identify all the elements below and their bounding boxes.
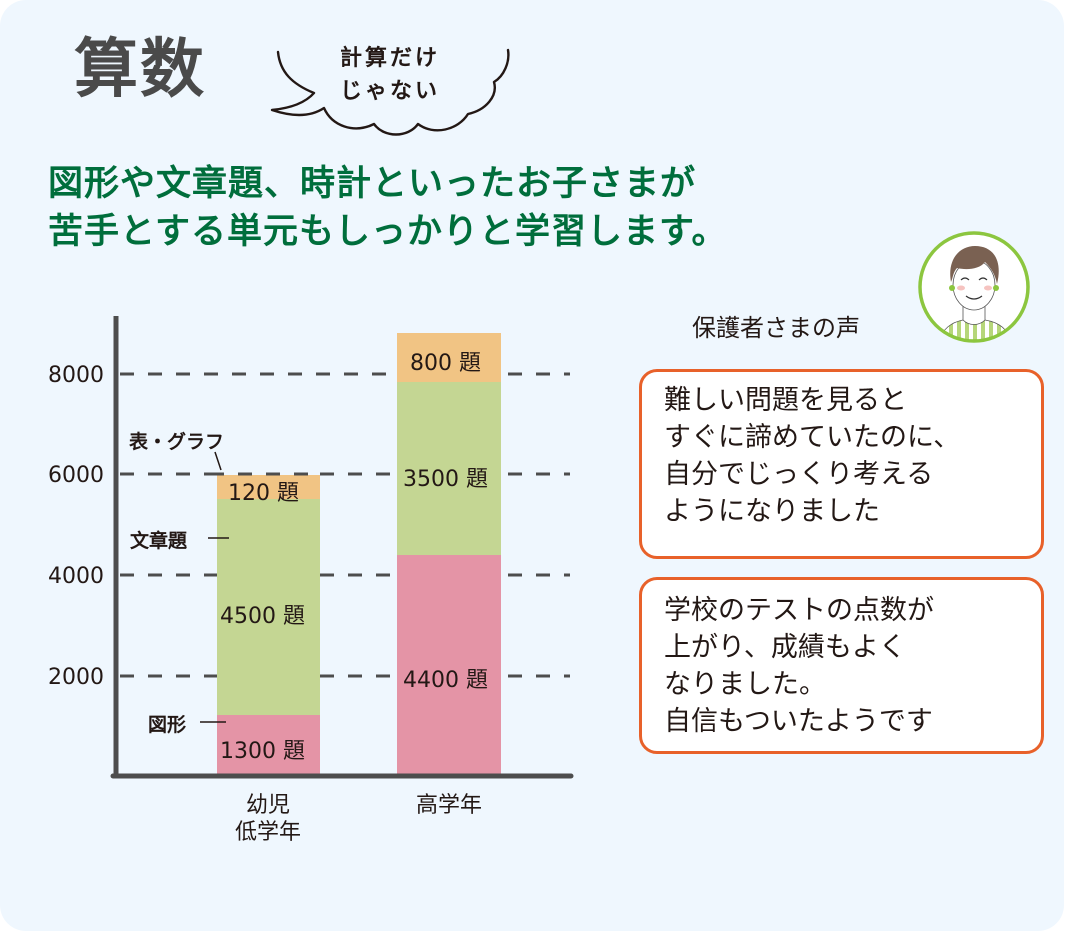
bar-segment-table-right xyxy=(397,333,501,382)
bar-segment-word-left xyxy=(217,499,320,715)
segment-label: 4500 題 xyxy=(220,604,305,629)
segment-label: 3500 題 xyxy=(403,467,488,492)
stacked-bar-chart: 8000 6000 4000 2000 120 題 4500 題 1300 題 … xyxy=(0,300,620,880)
cloud-bubble-text: 計算だけ じゃない xyxy=(339,46,440,104)
headline: 図形や文章題、時計といったお子さまが 苦手とする単元もしっかりと学習します。 xyxy=(48,164,728,252)
testimonial-bubble: 学校のテストの点数が 上がり、成績もよく なりました。 自信もついたようです xyxy=(639,577,1044,754)
segment-label: 800 題 xyxy=(410,351,481,376)
side-label-table-graph: 表・グラフ xyxy=(129,431,225,453)
bar-segment-figure-right xyxy=(397,555,501,776)
bar-segment-table-left xyxy=(217,475,320,499)
testimonial-bubble: 難しい問題を見ると すぐに諦めていたのに、 自分でじっくり考える ようになりまし… xyxy=(639,369,1044,559)
side-label-figure: 図形 xyxy=(148,714,187,736)
x-category-label: 高学年 xyxy=(415,793,482,818)
segment-label: 120 題 xyxy=(228,481,299,506)
parents-voice-label: 保護者さまの声 xyxy=(692,314,860,342)
y-tick-4000: 4000 xyxy=(48,564,104,589)
y-tick-8000: 8000 xyxy=(48,363,104,388)
chart-plot xyxy=(110,316,574,779)
y-tick-6000: 6000 xyxy=(48,463,104,488)
segment-label: 1300 題 xyxy=(220,739,305,764)
y-tick-2000: 2000 xyxy=(48,665,104,690)
bar-segment-word-right xyxy=(397,382,501,555)
bar-segment-figure-left xyxy=(217,715,320,776)
x-category-label: 幼児 低学年 xyxy=(234,793,301,845)
subject-title: 算数 xyxy=(74,33,206,107)
cloud-speech-bubble-icon xyxy=(270,48,510,136)
smiling-woman-avatar-icon xyxy=(918,231,1030,343)
segment-label: 4400 題 xyxy=(403,668,488,693)
side-label-word-problem: 文章題 xyxy=(130,530,188,552)
